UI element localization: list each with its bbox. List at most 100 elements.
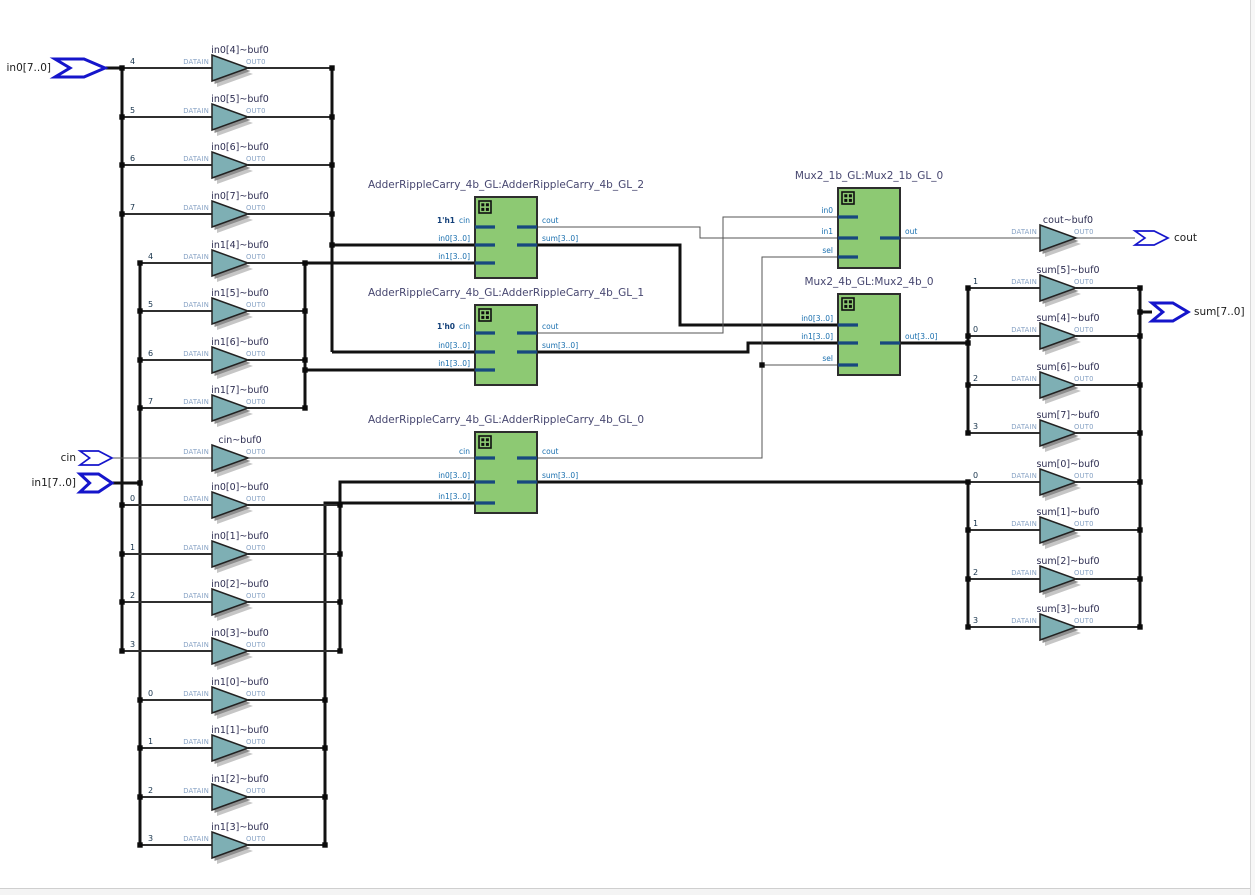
buffer-name: in1[6]~buf0 [211, 337, 269, 348]
bit-index-label: 3 [130, 640, 135, 649]
datain-label: DATAIN [1011, 569, 1037, 577]
hierarchy-icon [478, 435, 492, 449]
junction-dot [137, 308, 143, 314]
bus-wire [338, 480, 475, 651]
junction-dot [119, 162, 125, 168]
junction-dot [329, 65, 335, 71]
output-port-label: cout [542, 447, 558, 456]
datain-label: DATAIN [183, 204, 209, 212]
bit-index-label: 2 [973, 568, 978, 577]
buffer-triangle [1039, 223, 1079, 253]
module-title: AdderRippleCarry_4b_GL:AdderRippleCarry_… [368, 179, 644, 191]
vertical-scrollbar[interactable] [1250, 0, 1255, 895]
hierarchy-icon [841, 297, 855, 311]
datain-label: DATAIN [183, 107, 209, 115]
module-block[interactable]: AdderRippleCarry_4b_GL:AdderRippleCarry_… [368, 287, 644, 386]
module-body [837, 293, 901, 376]
hierarchy-icon-dot [481, 438, 485, 442]
datain-label: DATAIN [1011, 375, 1037, 383]
output-port-label: sum[3..0] [542, 471, 578, 480]
hierarchy-icon-dot [848, 198, 852, 202]
input-pin[interactable]: cin [61, 450, 114, 466]
output-pin[interactable]: cout [1132, 230, 1197, 246]
buffer-name: in0[1]~buf0 [211, 531, 269, 542]
signal-wire [537, 216, 838, 334]
hierarchy-icon [478, 308, 492, 322]
datain-label: DATAIN [183, 544, 209, 552]
buffer-triangle [211, 539, 251, 569]
junction-dot [1137, 309, 1143, 315]
signal-wire [537, 256, 838, 459]
buffer-name: in0[6]~buf0 [211, 142, 269, 153]
buffer-name: in1[7]~buf0 [211, 385, 269, 396]
hierarchy-icon-dot [485, 311, 489, 315]
datain-label: DATAIN [1011, 472, 1037, 480]
input-port-label: in0[3..0] [438, 341, 470, 350]
out0-label: OUT0 [1074, 326, 1094, 334]
out0-label: OUT0 [246, 204, 266, 212]
input-pin[interactable]: in1[7..0] [32, 472, 115, 494]
junction-dot [965, 624, 971, 630]
datain-label: DATAIN [1011, 423, 1037, 431]
bit-index-label: 1 [973, 519, 978, 528]
bit-index-label: 6 [130, 154, 135, 163]
hierarchy-icon-dot [485, 442, 489, 446]
buffer-name: sum[0]~buf0 [1036, 459, 1099, 470]
out0-label: OUT0 [1074, 423, 1094, 431]
out0-label: OUT0 [246, 495, 266, 503]
junction-dot [322, 842, 328, 848]
blocks-layer: AdderRippleCarry_4b_GL:AdderRippleCarry_… [368, 170, 943, 514]
module-block[interactable]: AdderRippleCarry_4b_GL:AdderRippleCarry_… [368, 179, 644, 279]
datain-label: DATAIN [183, 448, 209, 456]
output-pin[interactable]: sum[7..0] [1147, 301, 1245, 323]
input-pin-shape [76, 472, 115, 494]
out0-label: OUT0 [246, 641, 266, 649]
out0-label: OUT0 [246, 253, 266, 261]
buffer-name: in1[2]~buf0 [211, 774, 269, 785]
junction-dot [137, 357, 143, 363]
datain-label: DATAIN [183, 690, 209, 698]
buffer-triangle [211, 636, 251, 666]
buffer-name: in0[2]~buf0 [211, 579, 269, 590]
junction-dot [1137, 382, 1143, 388]
horizontal-scrollbar[interactable] [0, 888, 1255, 895]
module-block[interactable]: AdderRippleCarry_4b_GL:AdderRippleCarry_… [368, 414, 644, 514]
hierarchy-icon-dot [485, 438, 489, 442]
hierarchy-icon-dot [844, 198, 848, 202]
junction-dot [302, 260, 308, 266]
module-block[interactable]: Mux2_4b_GL:Mux2_4b_0in0[3..0]in1[3..0]se… [801, 276, 938, 376]
junction-dot [965, 576, 971, 582]
bit-index-label: 3 [973, 616, 978, 625]
buffer-triangle [1039, 564, 1079, 594]
input-pin[interactable]: in0[7..0] [7, 57, 109, 79]
